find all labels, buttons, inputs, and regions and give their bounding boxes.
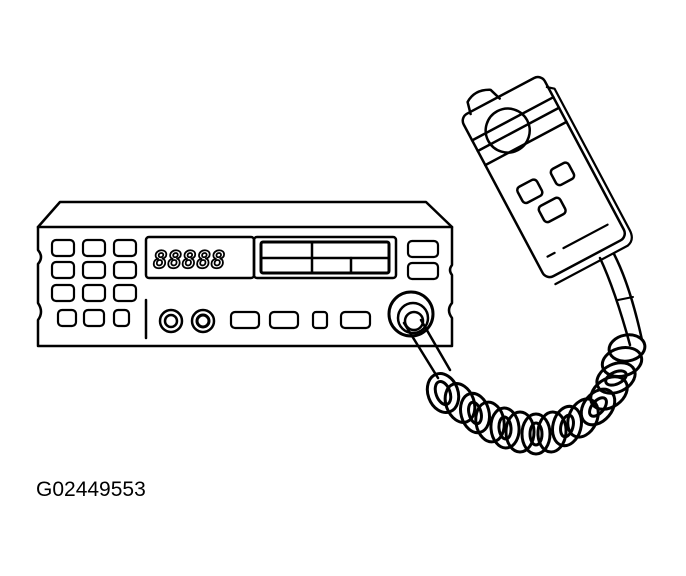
right-button-upper[interactable]: [406, 239, 440, 259]
keypad-button[interactable]: [112, 238, 138, 258]
keypad-button[interactable]: [50, 260, 76, 280]
radio-top-panel: [36, 200, 454, 229]
mic-button[interactable]: [516, 178, 544, 205]
handheld-microphone: [461, 75, 633, 286]
display-panel: 88888: [144, 235, 398, 280]
function-button[interactable]: [311, 310, 329, 330]
mic-body: [461, 75, 626, 279]
keypad-button[interactable]: [81, 238, 107, 258]
mic-hanger: [466, 88, 501, 116]
function-button[interactable]: [268, 310, 300, 330]
keypad-button[interactable]: [112, 308, 131, 328]
meter-frame-outer: [252, 235, 398, 280]
mic-button[interactable]: [537, 196, 567, 224]
function-button[interactable]: [229, 310, 261, 330]
mic-button[interactable]: [549, 161, 576, 187]
keypad-button[interactable]: [112, 283, 138, 303]
microphone-cord: [402, 252, 644, 380]
keypad-button[interactable]: [81, 283, 107, 303]
function-button[interactable]: [339, 310, 372, 330]
radio-unit: 88888: [36, 200, 454, 348]
squelch-knob[interactable]: [190, 308, 216, 334]
keypad-button[interactable]: [82, 308, 106, 328]
right-button-lower[interactable]: [406, 261, 440, 281]
mic-top-ring: [484, 107, 531, 154]
volume-knob[interactable]: [158, 308, 184, 334]
keypad-button[interactable]: [50, 283, 76, 303]
keypad-button[interactable]: [81, 260, 107, 280]
figure-caption: G02449553: [36, 478, 146, 501]
digital-readout: 88888: [153, 246, 225, 274]
keypad-button[interactable]: [112, 260, 138, 280]
keypad-button[interactable]: [50, 238, 76, 258]
left-keypad: [50, 238, 138, 328]
keypad-button[interactable]: [56, 308, 78, 328]
coiled-cord: [425, 333, 647, 456]
radio-front-face: [36, 225, 454, 348]
